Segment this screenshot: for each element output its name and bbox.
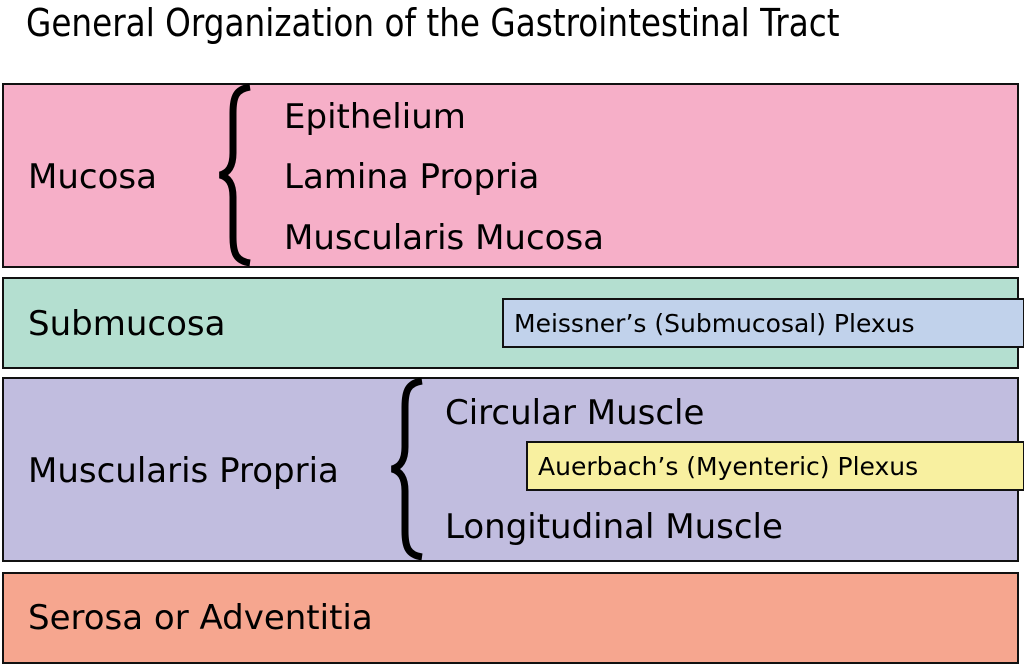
sublayer-longitudinal-muscle: Longitudinal Muscle (445, 507, 783, 547)
sublayer-circular-muscle: Circular Muscle (445, 393, 705, 433)
brace-icon (218, 83, 251, 267)
layer-serosa: Serosa or Adventitia (2, 572, 1019, 664)
plexus-meissner: Meissner’s (Submucosal) Plexus (502, 298, 1024, 348)
layer-muscularis-propria: Muscularis Propria Circular Muscle Auerb… (2, 377, 1024, 562)
sublayer-epithelium: Epithelium (284, 97, 466, 137)
layer-label-muscularis-propria: Muscularis Propria (28, 451, 339, 491)
layer-label-mucosa: Mucosa (28, 157, 157, 197)
diagram-title: General Organization of the Gastrointest… (26, 1, 840, 45)
sublayer-lamina-propria: Lamina Propria (284, 157, 540, 197)
layer-mucosa: Mucosa Epithelium Lamina Propria Muscula… (2, 83, 1019, 268)
plexus-auerbach: Auerbach’s (Myenteric) Plexus (526, 441, 1024, 491)
layer-label-submucosa: Submucosa (28, 304, 226, 344)
sublayer-muscularis-mucosa: Muscularis Mucosa (284, 218, 604, 258)
layer-label-serosa: Serosa or Adventitia (28, 598, 373, 638)
layer-submucosa: Submucosa Meissner’s (Submucosal) Plexus (2, 277, 1024, 369)
brace-icon (390, 377, 423, 561)
